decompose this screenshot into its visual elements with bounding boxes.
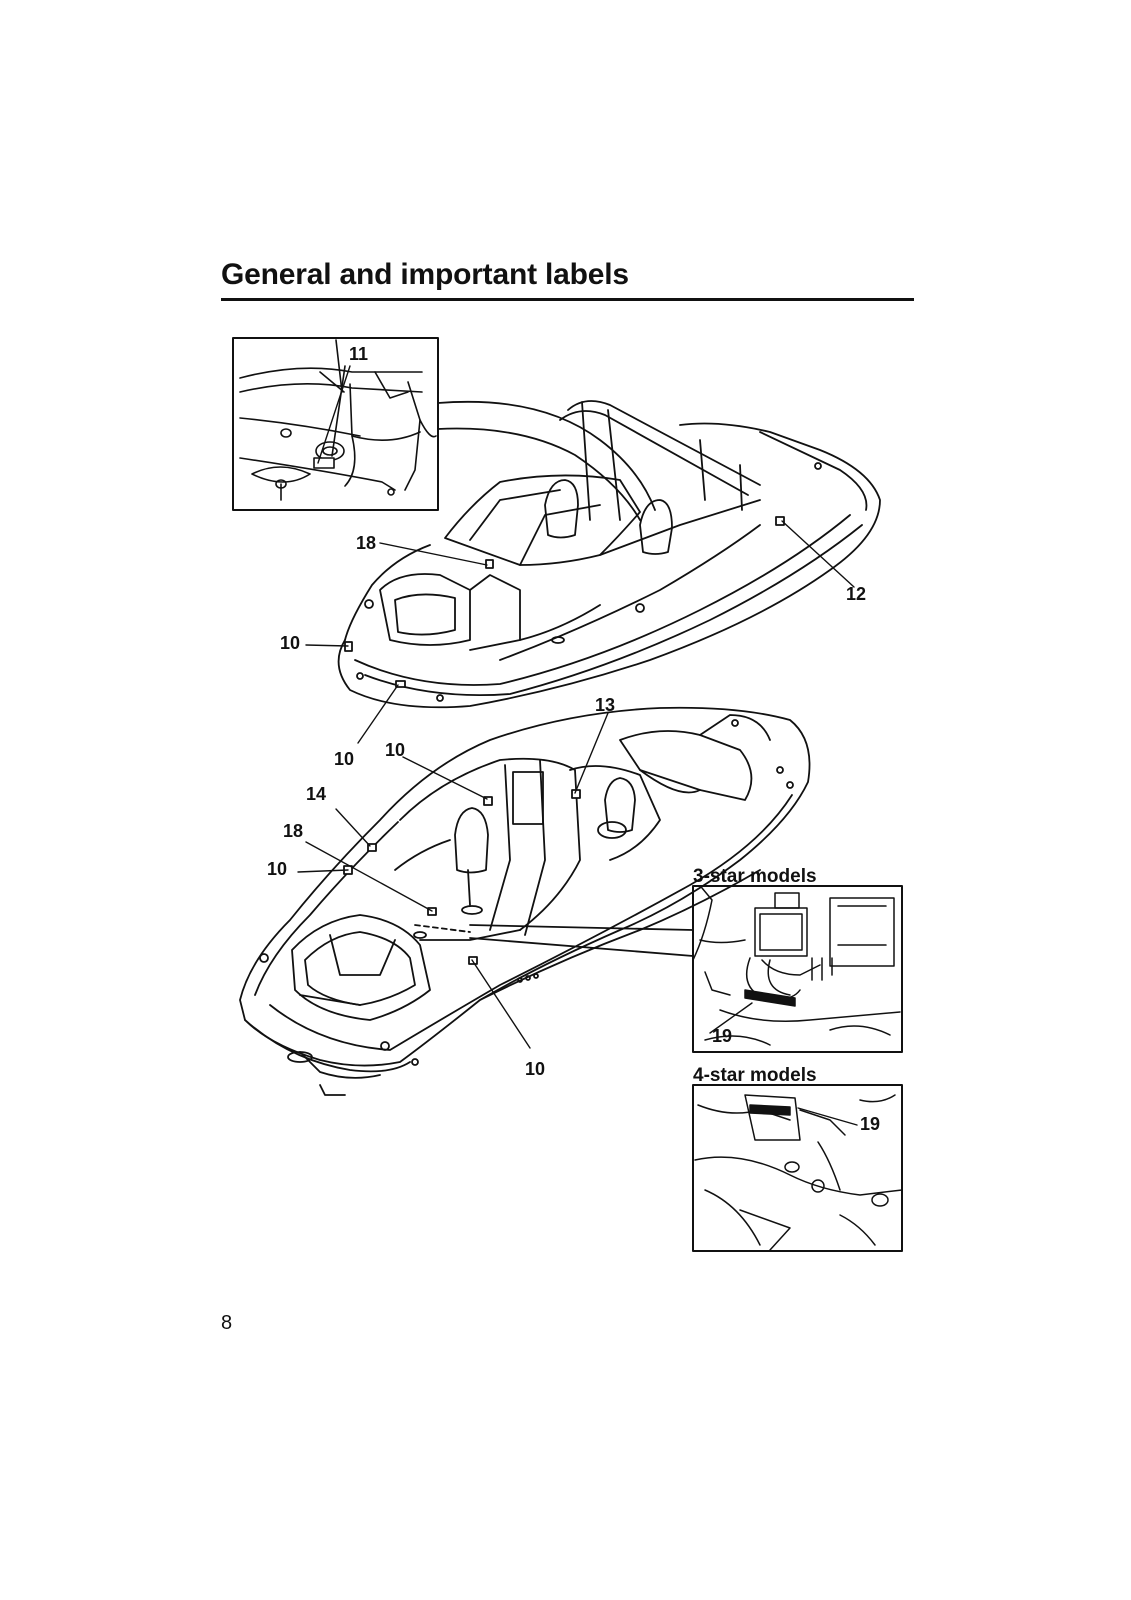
three-star-connector-lines bbox=[469, 924, 694, 957]
callout-18-bottom: 18 bbox=[283, 821, 304, 841]
three-star-models-caption: 3-star models bbox=[693, 866, 817, 887]
inset-four-star bbox=[692, 1084, 903, 1252]
callout-10-top-left: 10 bbox=[280, 633, 301, 653]
title-rule bbox=[221, 298, 914, 301]
callout-13: 13 bbox=[595, 695, 616, 715]
page-number: 8 bbox=[221, 1312, 233, 1334]
callout-10-console: 10 bbox=[385, 740, 406, 760]
boat-view-top bbox=[337, 400, 881, 709]
callout-10-top-bottom: 10 bbox=[334, 749, 355, 769]
callout-19-four-star: 19 bbox=[860, 1114, 881, 1134]
callout-10-stern-bottom: 10 bbox=[525, 1059, 546, 1079]
callout-14: 14 bbox=[306, 784, 327, 804]
page-title: General and important labels bbox=[221, 258, 629, 291]
inset-connector-lines bbox=[437, 400, 656, 521]
callout-19-three-star: 19 bbox=[712, 1026, 733, 1046]
callout-12: 12 bbox=[846, 584, 867, 604]
callout-11: 11 bbox=[349, 344, 369, 364]
inset-three-star bbox=[692, 885, 903, 1053]
leader-lines bbox=[297, 365, 858, 1126]
callout-10-stern-left: 10 bbox=[267, 859, 288, 879]
boat-view-bottom bbox=[239, 706, 811, 1096]
four-star-models-caption: 4-star models bbox=[693, 1065, 817, 1086]
inset-detail-11 bbox=[232, 337, 439, 511]
callout-18-top: 18 bbox=[356, 533, 377, 553]
